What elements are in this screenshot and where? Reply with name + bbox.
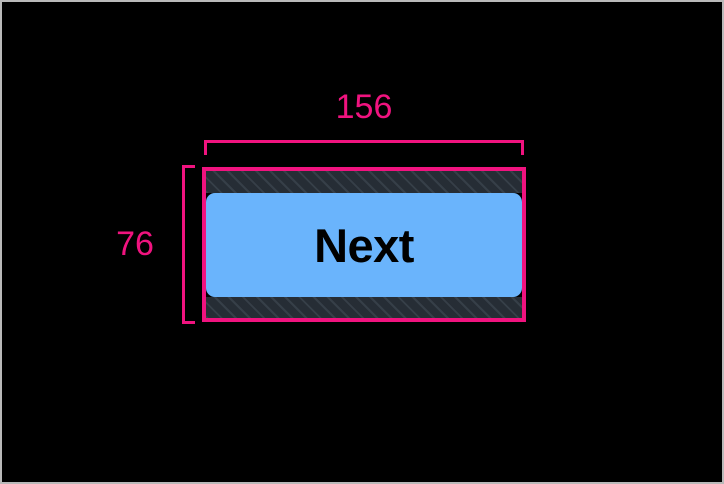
next-button-label: Next xyxy=(314,218,414,272)
measured-element-highlight[interactable]: Next xyxy=(202,167,526,322)
width-dimension-bracket xyxy=(202,140,526,156)
height-dimension-label: 76 xyxy=(116,225,154,263)
padding-band-top-hatch xyxy=(206,171,522,193)
next-button[interactable]: Next xyxy=(206,193,522,297)
width-bracket-cap-left xyxy=(204,140,207,155)
height-dimension-bracket xyxy=(182,165,196,324)
width-bracket-rule xyxy=(204,140,524,143)
height-bracket-cap-bottom xyxy=(182,321,195,324)
padding-band-bottom-hatch xyxy=(206,297,522,318)
height-bracket-cap-top xyxy=(182,165,195,168)
width-dimension-label: 156 xyxy=(335,88,393,126)
width-bracket-cap-right xyxy=(521,140,524,155)
height-bracket-rule xyxy=(182,167,185,322)
